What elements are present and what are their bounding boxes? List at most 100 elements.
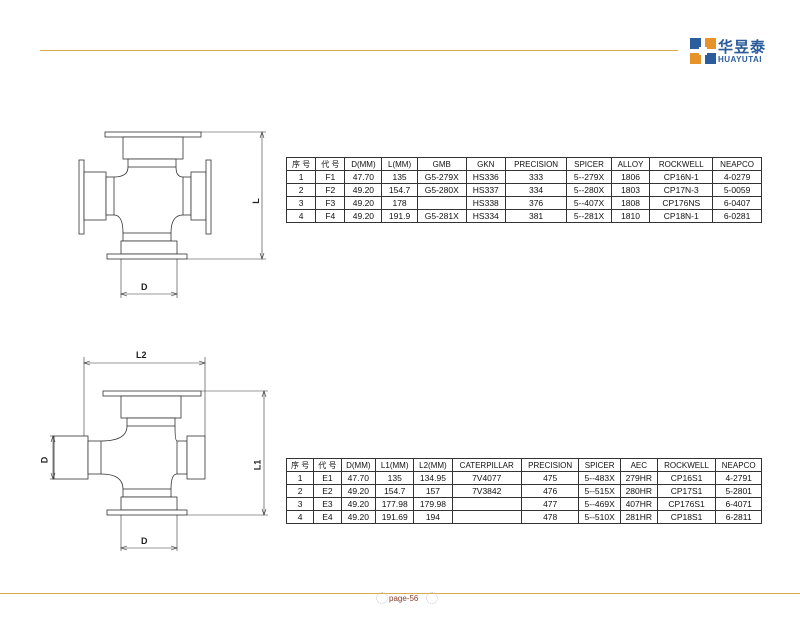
- table-header-row: 序 号 代 号 D(MM) L1(MM) L2(MM) CATERPILLAR …: [285, 458, 762, 472]
- table-row: 1 F1 47.70 135 G5-279X HS336 333 5--279X…: [285, 170, 762, 184]
- footer-rule: [0, 593, 800, 594]
- table-cell: 3: [285, 196, 317, 210]
- table-cell: E2: [313, 484, 342, 498]
- table-cell: F1: [315, 170, 346, 184]
- table-cell: 194: [413, 510, 453, 524]
- table-header-cell: L2(MM): [413, 458, 453, 472]
- table-cell: 2: [285, 484, 315, 498]
- table-cell: 478: [520, 510, 580, 524]
- table-row: 4 E4 49.20 191.69 194 478 5--510X 281HR …: [285, 510, 762, 524]
- table-header-cell: GMB: [416, 157, 467, 171]
- table-cell: 5-0059: [712, 183, 762, 197]
- table-cell: 5-2801: [715, 484, 762, 498]
- spec-table-f-series: 序 号 代 号 D(MM) L(MM) GMB GKN PRECISION SP…: [285, 157, 762, 223]
- spec-table-e-series: 序 号 代 号 D(MM) L1(MM) L2(MM) CATERPILLAR …: [285, 458, 762, 524]
- table-row: 4 F4 49.20 191.9 G5-281X HS334 381 5--28…: [285, 209, 762, 223]
- table-header-cell: NEAPCO: [712, 157, 762, 171]
- table-cell: 6-0407: [712, 196, 762, 210]
- table-cell: 3: [285, 497, 315, 511]
- table-cell: 7V4077: [451, 471, 522, 485]
- table-cell: 4-0279: [712, 170, 762, 184]
- table-header-cell: GKN: [465, 157, 506, 171]
- brand-name-en: HUAYUTAI: [718, 55, 763, 64]
- table-row: 2 F2 49.20 154.7 G5-280X HS337 334 5--28…: [285, 183, 762, 197]
- table-cell: CP176NS: [649, 196, 714, 210]
- table-cell: 381: [504, 209, 568, 223]
- table-cell: 4-2791: [715, 471, 762, 485]
- table-cell: HS336: [465, 170, 506, 184]
- table-cell: G5-281X: [416, 209, 467, 223]
- table-cell: 475: [520, 471, 580, 485]
- table-cell: G5-280X: [416, 183, 467, 197]
- table-cell: CP176S1: [656, 497, 717, 511]
- table-cell: CP16S1: [656, 471, 717, 485]
- table-cell: 135: [381, 170, 418, 184]
- joint-drawing-top: [78, 131, 266, 298]
- table-row: 1 E1 47.70 135 134.95 7V4077 475 5--483X…: [285, 471, 762, 485]
- dimension-label-L2: L2: [136, 350, 147, 360]
- table-cell: 1806: [610, 170, 651, 184]
- table-cell: CP17S1: [656, 484, 717, 498]
- table-header-cell: 代 号: [315, 157, 346, 171]
- table-header-cell: PRECISION: [520, 458, 580, 472]
- table-cell: 47.70: [344, 170, 383, 184]
- table-header-row: 序 号 代 号 D(MM) L(MM) GMB GKN PRECISION SP…: [285, 157, 762, 171]
- gear-decoration-icon: [376, 592, 388, 604]
- table-cell: 134.95: [413, 471, 453, 485]
- table-cell: 7V3842: [451, 484, 522, 498]
- table-cell: 5--280X: [566, 183, 612, 197]
- table-cell: 6-2811: [715, 510, 762, 524]
- table-header-cell: D(MM): [344, 157, 383, 171]
- table-cell: HS338: [465, 196, 506, 210]
- table-cell: 334: [504, 183, 568, 197]
- table-header-cell: NEAPCO: [715, 458, 762, 472]
- table-cell: 49.20: [344, 183, 383, 197]
- page-number: page-56: [389, 594, 419, 603]
- table-cell: HS337: [465, 183, 506, 197]
- table-cell: 179.98: [413, 497, 453, 511]
- table-cell: 135: [375, 471, 415, 485]
- table-header-cell: CATERPILLAR: [451, 458, 522, 472]
- table-header-cell: SPICER: [566, 157, 612, 171]
- table-cell: CP18N-1: [649, 209, 714, 223]
- table-header-cell: 代 号: [313, 458, 342, 472]
- table-cell: 476: [520, 484, 580, 498]
- table-cell: CP16N-1: [649, 170, 714, 184]
- table-cell: 1: [285, 170, 317, 184]
- table-cell: 477: [520, 497, 580, 511]
- table-cell: 5--483X: [578, 471, 621, 485]
- dimension-label-L: L: [250, 198, 261, 204]
- joint-drawing-bottom: [50, 357, 268, 551]
- table-cell: 280HR: [619, 484, 658, 498]
- table-row: 3 E3 49.20 177.98 179.98 477 5--469X 407…: [285, 497, 762, 511]
- table-cell: 178: [381, 196, 418, 210]
- table-cell: 1803: [610, 183, 651, 197]
- table-row: 2 E2 49.20 154.7 157 7V3842 476 5--515X …: [285, 484, 762, 498]
- table-cell: 5--281X: [566, 209, 612, 223]
- table-cell: 191.9: [381, 209, 418, 223]
- gear-decoration-icon: [426, 592, 438, 604]
- table-cell: 1: [285, 471, 315, 485]
- table-header-cell: D(MM): [340, 458, 377, 472]
- table-header-cell: SPICER: [578, 458, 621, 472]
- table-cell: [451, 497, 522, 511]
- table-cell: 49.20: [340, 484, 377, 498]
- table-cell: 154.7: [375, 484, 415, 498]
- table-cell: E3: [313, 497, 342, 511]
- table-header-cell: 序 号: [285, 157, 317, 171]
- table-cell: E1: [313, 471, 342, 485]
- table-cell: [416, 196, 467, 210]
- table-cell: 1808: [610, 196, 651, 210]
- table-cell: 49.20: [340, 510, 377, 524]
- table-cell: 6-0281: [712, 209, 762, 223]
- dimension-label-D: D: [141, 282, 148, 292]
- table-cell: [451, 510, 522, 524]
- dimension-label-D-left: D: [39, 456, 50, 464]
- table-header-cell: 序 号: [285, 458, 315, 472]
- table-cell: F2: [315, 183, 346, 197]
- table-cell: 407HR: [619, 497, 658, 511]
- table-header-cell: ALLOY: [610, 157, 651, 171]
- table-header-cell: L(MM): [381, 157, 418, 171]
- dimension-label-L1: L1: [252, 459, 263, 471]
- table-header-cell: ROCKWELL: [656, 458, 717, 472]
